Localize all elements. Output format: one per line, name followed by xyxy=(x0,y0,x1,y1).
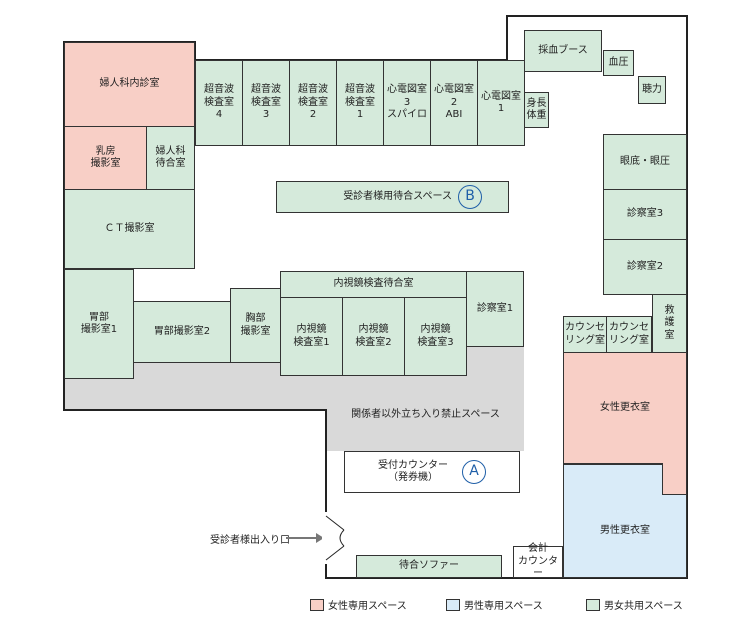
first-aid-room: 救 護 室 xyxy=(652,294,687,353)
stomach2-label: 胃部撮影室2 xyxy=(153,325,211,337)
reception-counter: 受付カウンター （発券機） A xyxy=(344,451,520,493)
stomach-xray-room-1: 胃部 撮影室1 xyxy=(64,269,134,379)
entrance-label: 受診者様出入り口 xyxy=(210,535,290,546)
blood-booth-label: 採血ブース xyxy=(538,44,588,56)
endoscopy-room-2: 内視鏡 検査室2 xyxy=(342,297,405,376)
legend-shared: 男女共用スペース xyxy=(586,597,683,612)
mens-changing-room xyxy=(563,464,663,578)
height-weight: 身長 体重 xyxy=(524,92,549,128)
marker-b: B xyxy=(458,185,482,209)
ultrasound-room-3: 超音波 検査室 3 xyxy=(242,60,290,146)
fundus-room: 眼底・眼圧 xyxy=(603,134,687,190)
height-weight-label: 身長 体重 xyxy=(526,97,547,122)
entrance-arrow-icon xyxy=(286,533,324,543)
ct-label: ＣＴ撮影室 xyxy=(104,222,155,234)
legend-shared-swatch xyxy=(586,598,600,611)
ultrasound-room-1: 超音波 検査室 1 xyxy=(336,60,384,146)
waiting-space-label: 受診者様用待合スペース xyxy=(343,190,452,202)
hearing-booth: 聴力 xyxy=(638,76,666,104)
legend-male-swatch xyxy=(446,598,460,611)
counsel1-label: カウンセ リング室 xyxy=(565,322,605,346)
endo3-label: 内視鏡 検査室3 xyxy=(417,324,454,348)
exam-room-3: 診察室3 xyxy=(603,189,687,240)
womens-changing-label: 女性更衣室 xyxy=(600,401,650,413)
endoscopy-room-1: 内視鏡 検査室1 xyxy=(280,297,343,376)
ecg-room-3: 心電図室 3 スパイロ xyxy=(383,60,431,146)
ultrasound-room-2: 超音波 検査室 2 xyxy=(289,60,337,146)
us4-label: 超音波 検査室 4 xyxy=(204,84,234,121)
stomach-xray-room-2: 胃部撮影室2 xyxy=(133,301,231,363)
ecg3-label: 心電図室 3 スパイロ xyxy=(387,84,427,121)
breast-xray-label: 乳房 撮影室 xyxy=(90,145,121,170)
hearing-label: 聴力 xyxy=(642,83,662,95)
sofa-label: 待合ソファー xyxy=(399,560,459,572)
chest-label: 胸部 撮影室 xyxy=(240,313,271,337)
ecg-room-1: 心電図室 1 xyxy=(477,60,525,146)
endo1-label: 内視鏡 検査室1 xyxy=(293,324,330,348)
us2-label: 超音波 検査室 2 xyxy=(298,84,328,121)
womens-changing-extension xyxy=(662,463,687,495)
legend-shared-label: 男女共用スペース xyxy=(604,601,683,612)
patient-waiting-space: 受診者様用待合スペース B xyxy=(276,181,509,213)
bp-booth: 血圧 xyxy=(603,50,634,76)
exam2-label: 診察室2 xyxy=(626,260,664,272)
legend-female: 女性専用スペース xyxy=(310,597,407,612)
ct-room: ＣＴ撮影室 xyxy=(64,189,195,269)
fundus-label: 眼底・眼圧 xyxy=(620,155,670,167)
restricted-label: 関係者以外立ち入り禁止スペース xyxy=(351,409,500,421)
us3-label: 超音波 検査室 3 xyxy=(251,84,281,121)
blood-booth: 採血ブース xyxy=(524,30,602,72)
gyn-waiting-room: 婦人科 待合室 xyxy=(146,126,195,190)
counsel2-label: カウンセ リング室 xyxy=(609,322,649,346)
endoscopy-room-3: 内視鏡 検査室3 xyxy=(404,297,467,376)
legend-male-label: 男性専用スペース xyxy=(464,601,543,612)
gyn-waiting-label: 婦人科 待合室 xyxy=(155,145,186,170)
ecg1-label: 心電図室 1 xyxy=(481,90,521,115)
exam-room-1: 診察室1 xyxy=(466,271,524,347)
legend-female-label: 女性専用スペース xyxy=(328,601,407,612)
chest-xray-room: 胸部 撮影室 xyxy=(230,288,281,363)
mens-changing-label: 男性更衣室 xyxy=(600,525,650,536)
bp-label: 血圧 xyxy=(608,56,629,68)
entrance-door-icon[interactable] xyxy=(322,512,348,564)
marker-a: A xyxy=(462,460,486,484)
counseling-room-1: カウンセ リング室 xyxy=(563,316,607,353)
exam1-label: 診察室1 xyxy=(476,302,514,314)
restricted-space: 関係者以外立ち入り禁止スペース xyxy=(327,380,524,451)
stomach1-label: 胃部 撮影室1 xyxy=(80,311,118,336)
gyn-exam-label: 婦人科内診室 xyxy=(99,78,160,90)
legend-male: 男性専用スペース xyxy=(446,597,543,612)
endo-waiting-label: 内視鏡検査待合室 xyxy=(333,278,414,290)
cashier-label: 会計 カウンター xyxy=(518,543,558,580)
endoscopy-waiting-room: 内視鏡検査待合室 xyxy=(280,271,467,298)
legend-female-swatch xyxy=(310,598,324,611)
cashier-counter: 会計 カウンター xyxy=(513,543,563,580)
ecg-room-2: 心電図室 2 ABI xyxy=(430,60,478,146)
us1-label: 超音波 検査室 1 xyxy=(345,84,375,121)
counseling-room-2: カウンセ リング室 xyxy=(606,316,652,353)
gyn-exam-room: 婦人科内診室 xyxy=(64,42,195,127)
womens-changing-room: 女性更衣室 xyxy=(563,352,687,464)
ultrasound-room-4: 超音波 検査室 4 xyxy=(195,60,243,146)
waiting-sofa: 待合ソファー xyxy=(356,555,502,578)
mens-changing-extension xyxy=(662,494,687,578)
reception-label: 受付カウンター （発券機） xyxy=(378,459,448,484)
endo2-label: 内視鏡 検査室2 xyxy=(355,324,392,348)
ecg2-label: 心電図室 2 ABI xyxy=(434,84,474,121)
first-aid-label: 救 護 室 xyxy=(664,304,675,341)
exam-room-2: 診察室2 xyxy=(603,239,687,295)
breast-xray-room: 乳房 撮影室 xyxy=(64,126,147,190)
exam3-label: 診察室3 xyxy=(626,208,664,220)
